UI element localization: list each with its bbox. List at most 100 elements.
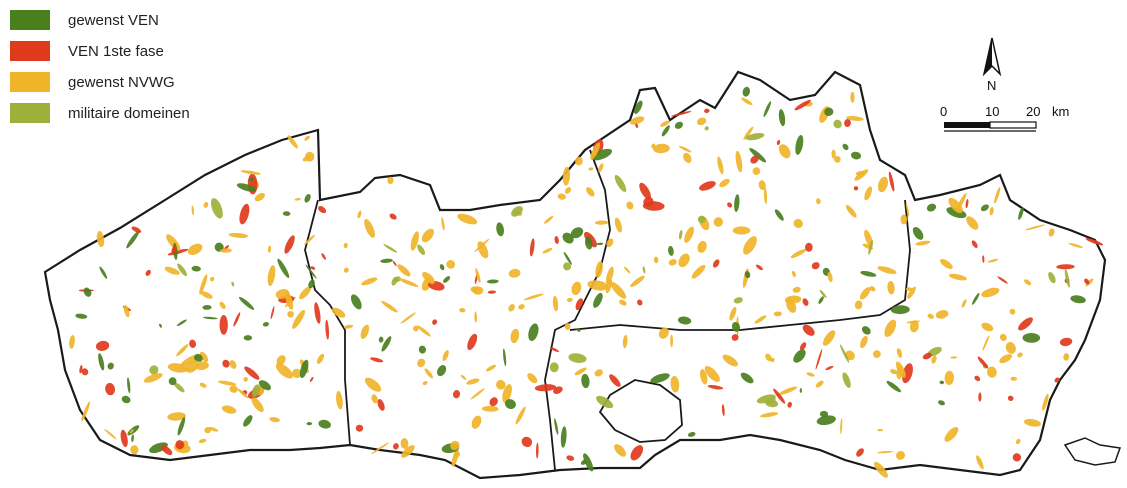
nature-area-patch [733,297,743,304]
nature-area-patch [965,199,969,209]
nature-area-patch [697,215,706,224]
nature-area-patch [219,301,226,310]
nature-area-patch [887,280,895,295]
nature-area-patch [1009,308,1016,315]
nature-area-patch [467,333,478,351]
nature-area-patch [364,377,382,392]
nature-area-patch [890,305,910,315]
nature-area-patch [860,271,877,277]
nature-area-patch [381,300,398,313]
nature-area-patch [719,178,730,188]
nature-area-patch [159,323,162,328]
nature-area-patch [629,116,645,125]
nature-area-patch [668,259,677,266]
nature-area-patch [869,286,876,292]
nature-area-patch [508,304,515,312]
nature-area-patch [845,205,857,218]
nature-area-patch [609,374,621,387]
nature-area-patch [171,245,177,254]
nature-area-patch [177,263,187,277]
nature-area-patch [270,306,275,320]
nature-area-patch [98,353,105,371]
nature-area-patch [437,365,447,377]
nature-area-patch [254,192,266,202]
map-scale-and-north: N 0 10 20 km [940,37,1069,132]
nature-area-patch [417,325,431,337]
nature-area-patch [815,380,824,388]
nature-area-patch [630,275,645,288]
nature-area-patch [822,330,836,346]
nature-area-patch [938,400,945,406]
nature-area-patch [198,438,207,444]
nature-area-patch [231,281,235,287]
scale-tick: 10 [985,104,999,119]
nature-area-patch [684,226,694,243]
nature-area-patch [75,313,88,319]
nature-area-patch [671,111,692,117]
nature-area-patch [275,289,290,299]
nature-area-patch [81,401,91,422]
nature-area-patch [453,451,460,458]
nature-area-patch [126,230,140,249]
nature-area-patch [583,453,594,472]
nature-area-patch [398,278,419,287]
brussels-enclave [598,379,683,443]
nature-area-patch [786,298,797,313]
nature-area-patch [563,262,572,271]
nature-area-patch [200,291,213,299]
nature-area-patch [1012,453,1022,462]
nature-area-patch [239,203,250,225]
nature-area-patch [471,415,482,429]
nature-area-patch [562,232,574,244]
nature-area-patch [639,182,651,200]
nature-area-patch [590,142,601,160]
nature-area-patch [795,134,804,155]
nature-area-patch [717,156,724,175]
nature-area-patch [997,276,1008,284]
nature-area-patch [824,107,834,117]
nature-area-patch [350,294,362,310]
nature-area-patch [596,395,614,409]
nature-area-patch [318,206,327,214]
nature-area-patch [683,152,692,163]
nature-area-patch [304,135,310,141]
nature-area-patch [595,261,603,278]
nature-area-patch [704,366,720,382]
nature-area-patch [935,310,949,319]
nature-area-patch [593,292,603,308]
nature-area-patch [554,418,559,435]
nature-area-patch [149,442,168,454]
nature-area-patch [624,266,631,274]
nature-area-patch [129,428,134,434]
nature-area-patch [452,390,461,399]
nature-area-patch [643,197,654,207]
nature-area-patch [238,296,255,310]
nature-area-patch [417,244,426,256]
nature-area-patch [850,91,855,103]
nature-area-patch [221,405,237,414]
nature-area-patch [1056,264,1075,270]
nature-area-patch [127,377,131,394]
nature-area-patch [743,236,757,255]
nature-area-patch [877,176,889,193]
scale-bar-segment [944,122,990,128]
nature-area-patch [305,264,317,279]
nature-area-patch [233,312,241,327]
nature-area-patch [203,201,209,208]
nature-area-patch [794,99,811,111]
nature-area-patch [96,230,105,248]
nature-area-patch [926,203,937,212]
nature-area-patch [890,369,898,375]
nature-area-patch [752,167,761,175]
nature-area-patch [874,461,888,478]
nature-area-patch [371,442,390,454]
nature-area-patch [381,336,392,352]
nature-area-patch [763,101,772,117]
nature-area-patch [773,388,786,404]
nature-area-patch [518,304,525,310]
nature-area-patch [267,245,272,253]
nature-area-patch [489,397,498,407]
nature-area-patch [482,405,499,412]
nature-area-patch [971,240,978,248]
nature-area-patch [635,123,639,128]
